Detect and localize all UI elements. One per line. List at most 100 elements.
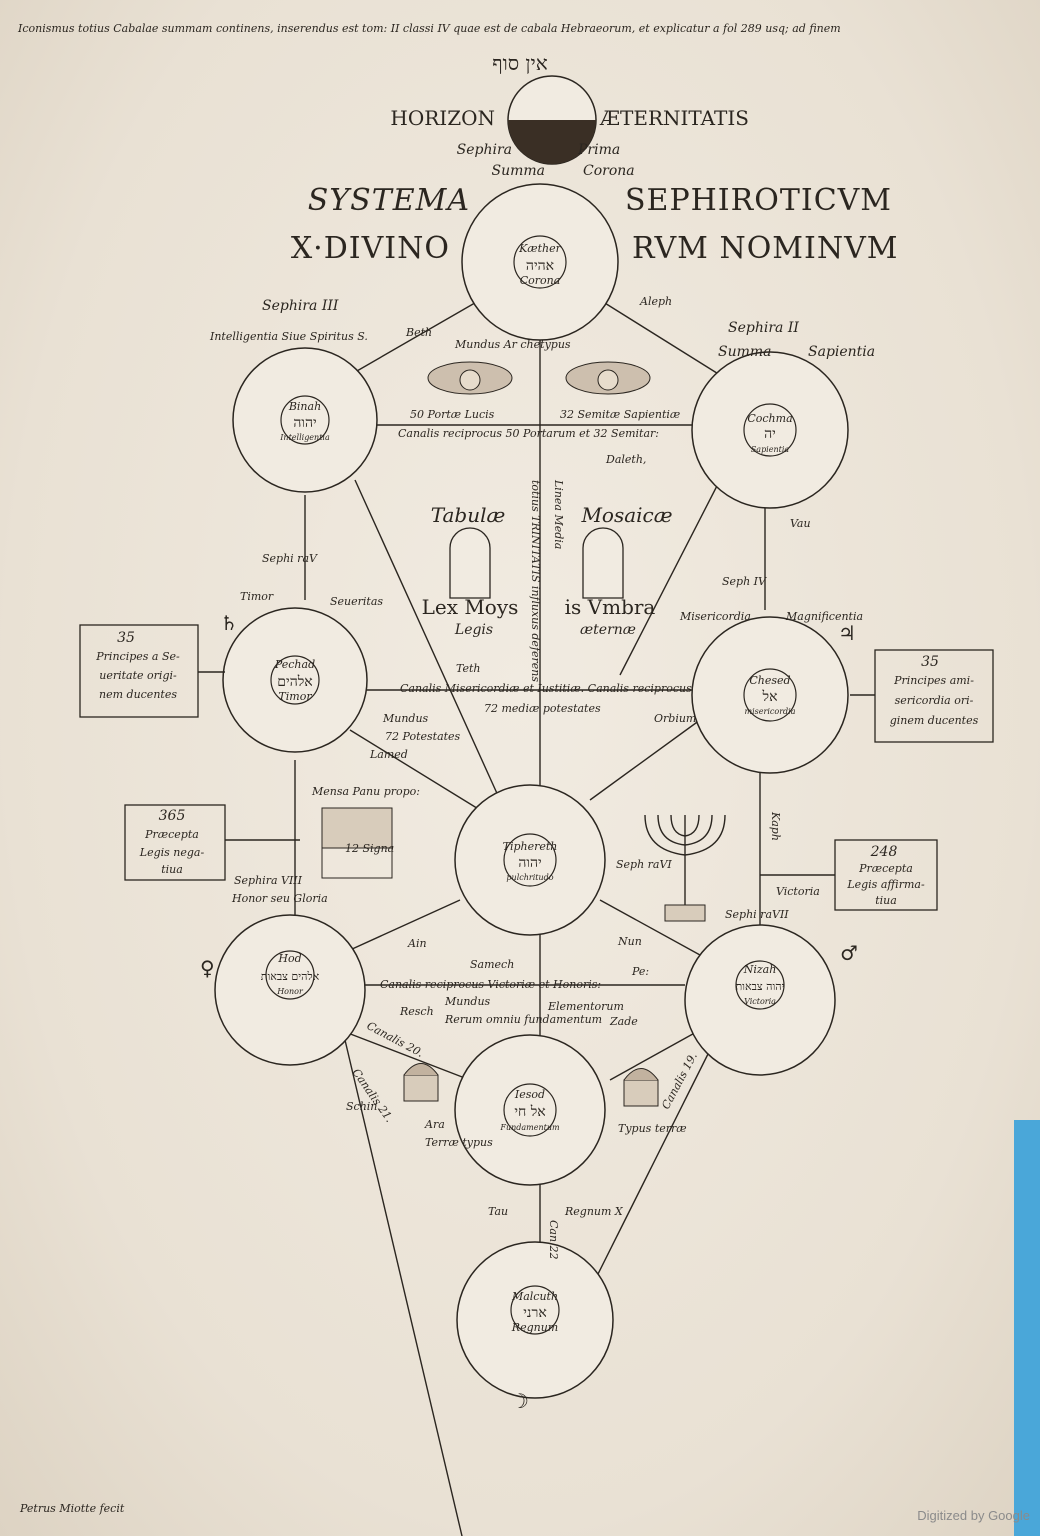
sephira-pechad-inner (270, 655, 320, 705)
canal-chesed-tiphereth (589, 719, 701, 801)
label-mundus-archetypus: Mundus Ar chetypus (454, 338, 571, 351)
label-canalis-22: Can 22 (547, 1220, 560, 1260)
sephira-nizah-hebrew: יהוה צבאות (735, 980, 784, 993)
box-left-365: 365 Præcepta Legis nega- tiua (124, 804, 226, 881)
label-signa: 12 Signa (345, 842, 394, 855)
ein-soph: אין סוף (492, 51, 548, 75)
sephira-cochma-sub: Sapientia (751, 445, 790, 454)
label-mundus2: Mundus (444, 995, 491, 1008)
sephira-pechad-sub: Timor (278, 690, 312, 703)
sephira-cochma: Cochma יה Sapientia (691, 351, 849, 509)
cherub-left-icon (427, 361, 513, 395)
label-regnum-x: Regnum X (564, 1205, 624, 1218)
altar-right-icon (623, 1068, 659, 1107)
label-sephira3: Sephira III (262, 298, 339, 314)
canal-kether-binah (349, 299, 481, 376)
label-linea-media: Linea Media (552, 479, 565, 549)
sephira-malcuth-latin: Malcuth (511, 1290, 558, 1303)
label-ain: Ain (407, 937, 427, 950)
box-left-365-line2: Legis nega- (139, 846, 205, 859)
label-typus-terrae: Typus terræ (618, 1122, 687, 1135)
horizon-right: ÆTERNITATIS (599, 106, 749, 130)
sephira-iesod-sub: Fundamentum (499, 1123, 560, 1132)
canal-hod-tiphereth (349, 899, 461, 951)
label-legis: Legis (454, 622, 493, 638)
label-vau: Vau (790, 517, 811, 530)
footer-engraver: Petrus Miotte fecit (19, 1502, 125, 1515)
label-pe: Pe: (631, 965, 649, 978)
sephira-tiphereth-outer (454, 784, 606, 936)
sephira-chesed-hebrew: אל (762, 689, 778, 705)
sephira-binah-latin: Binah (288, 400, 321, 413)
cherub-right-icon (565, 361, 651, 395)
sephira-chesed-outer (691, 616, 849, 774)
box-left-365-frame (124, 804, 226, 881)
sephira-nizah-latin: Nizah (743, 963, 777, 976)
label-semitae: 32 Semitæ Sapientiæ (560, 408, 680, 421)
sephira-nizah-inner (735, 960, 785, 1010)
sephira-kether-inner (513, 235, 567, 289)
horizon-sub2-right: Corona (583, 163, 635, 179)
sephira-pechad-outer (222, 607, 368, 753)
sephira-iesod-inner (503, 1083, 557, 1137)
label-canalis-20: Canalis 20. (365, 1019, 426, 1060)
box-right-248-line3: tiua (875, 894, 897, 907)
sephira-tiphereth-inner (503, 833, 557, 887)
label-ara: Ara (424, 1118, 445, 1131)
moon-glyph-icon: ☽ (511, 1389, 529, 1413)
box-right-35-line2: sericordia ori- (895, 694, 974, 707)
label-kaph: Kaph (769, 811, 782, 841)
label-tau: Tau (488, 1205, 508, 1218)
sephira-tiphereth-sub: pulchritudo (506, 873, 553, 882)
box-right-35-frame (874, 649, 994, 743)
sephira-iesod-latin: Iesod (514, 1088, 545, 1101)
box-left-365-line3: tiua (161, 863, 183, 876)
box-left-35-line2: ueritate origi- (99, 669, 177, 682)
label-schin: Schin (346, 1100, 377, 1113)
canal-binah-tiphereth (354, 479, 501, 801)
saturn-glyph-icon: ♄ (220, 611, 238, 635)
canal-nizah-malcuth (589, 1049, 711, 1291)
label-sephira-vi: Seph raVI (616, 858, 672, 871)
label-potestates-mediae: 72 mediæ potestates (484, 702, 601, 715)
mars-glyph-icon: ♂ (840, 941, 858, 965)
sephira-nizah-sub: Victoria (744, 997, 776, 1006)
box-right-35-line1: Principes ami- (893, 674, 974, 687)
label-beth: Beth (405, 326, 432, 339)
label-daleth: Daleth, (605, 453, 646, 466)
label-sephira-vii: Sephi raVII (725, 908, 789, 921)
box-left-35-line3: nem ducentes (99, 688, 177, 701)
box-right-248: 248 Præcepta Legis affirma- tiua (834, 839, 938, 911)
sephira-chesed: Chesed אל misericordia (691, 616, 849, 774)
box-right-248-num: 248 (870, 844, 898, 860)
box-left-365-line1: Præcepta (144, 828, 199, 841)
box-left-35-num: 35 (117, 630, 135, 646)
label-rerum: Rerum omniu fundamentum (444, 1013, 602, 1026)
sephira-hod: Hod אלהים צבאות Honor (214, 914, 366, 1066)
sephira-binah-outer (232, 347, 378, 493)
box-left-35-line1: Principes a Se- (95, 650, 180, 663)
sephira-nizah: Nizah יהוה צבאות Victoria (684, 924, 836, 1076)
label-canalis-reciprocus: Canalis reciprocus 50 Portarum et 32 Sem… (398, 427, 659, 440)
sephira-iesod-outer (454, 1034, 606, 1186)
label-honor-gloria: Honor seu Gloria (231, 892, 328, 905)
tablet-left-icon (449, 527, 491, 599)
sephira-hod-sub: Honor (276, 987, 304, 996)
canal-nizah-iesod (609, 1029, 701, 1081)
sephira-pechad-latin: Pechad (274, 658, 315, 671)
label-zade: Zade (609, 1015, 638, 1028)
label-victoria: Victoria (776, 885, 820, 898)
sephira-malcuth-sub: Regnum (511, 1321, 558, 1334)
title-line1-left: SYSTEMA (308, 183, 470, 218)
menorah-icon (644, 814, 726, 922)
sephira-iesod: Iesod אל חי Fundamentum (454, 1034, 606, 1186)
sephira-binah-hebrew: יהוה (293, 415, 316, 431)
title-line2-left: X·DIVINO (291, 231, 450, 266)
label-canalis-victoriae: Canalis reciprocus Victoriæ et Honoris: (380, 978, 601, 991)
sephira-cochma-inner (743, 403, 797, 457)
label-aleph: Aleph (639, 295, 672, 308)
altar-left-icon (403, 1063, 439, 1102)
jupiter-glyph-icon: ♃ (838, 621, 856, 645)
sephira-binah: Binah יהוה Intelligentia (232, 347, 378, 493)
